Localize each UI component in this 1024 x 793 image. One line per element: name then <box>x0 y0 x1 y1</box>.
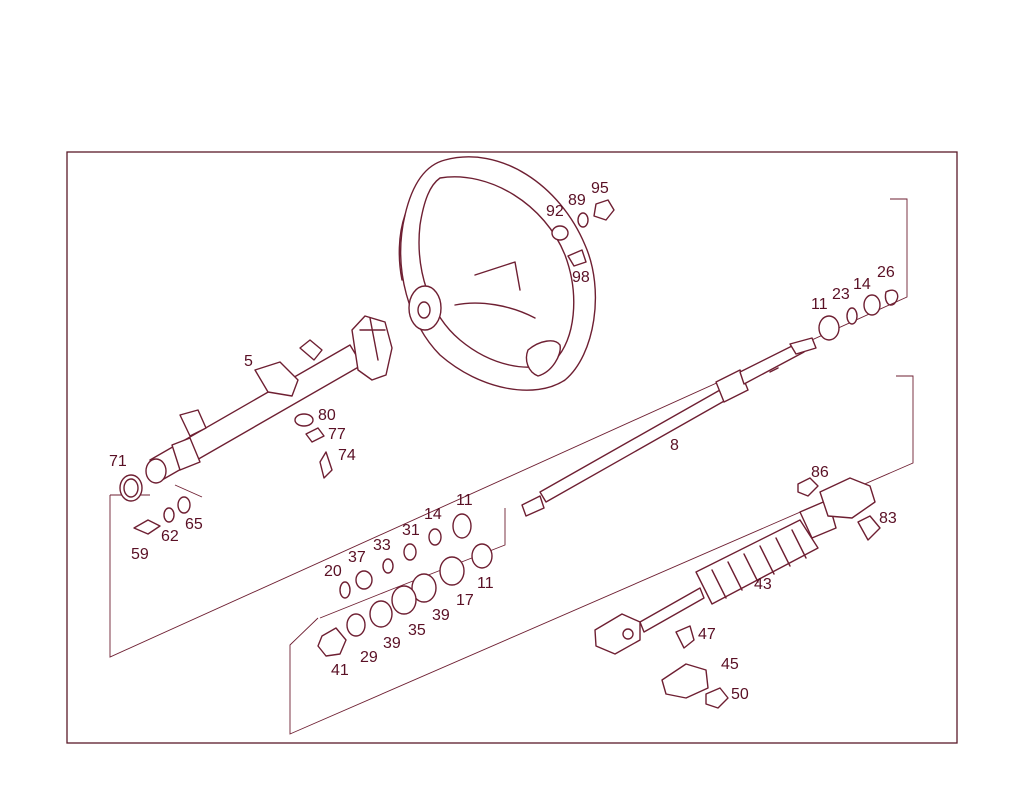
part-label-74: 74 <box>338 447 356 464</box>
diagram-frame <box>66 151 958 744</box>
part-label-71: 71 <box>109 453 127 470</box>
part-label-8: 8 <box>670 437 679 454</box>
part-label-77: 77 <box>328 426 346 443</box>
part-label-31: 31 <box>402 522 420 539</box>
shaft-group-bracket <box>109 198 908 658</box>
part-label-41: 41 <box>331 662 349 679</box>
steering-column-tube <box>145 315 393 484</box>
part-label-98: 98 <box>572 269 590 286</box>
part-label-33: 33 <box>373 537 391 554</box>
part-label-43: 43 <box>754 576 772 593</box>
part-label-35: 35 <box>408 622 426 639</box>
part-label-26: 26 <box>877 264 895 281</box>
steering-wheel <box>398 156 597 391</box>
part-label-39-upper: 39 <box>432 607 450 624</box>
part-label-11-bottom: 11 <box>477 575 494 592</box>
hardware-parts <box>119 199 899 709</box>
part-label-20: 20 <box>324 563 342 580</box>
part-label-65: 65 <box>185 516 203 533</box>
part-label-39-lower: 39 <box>383 635 401 652</box>
part-labels: 5 71 59 62 65 80 77 74 92 89 95 98 11 23… <box>109 180 897 703</box>
part-label-23: 23 <box>832 286 850 303</box>
part-label-5: 5 <box>244 353 253 370</box>
part-label-14-bottom: 14 <box>424 506 442 523</box>
lower-group-bracket <box>289 375 914 735</box>
part-label-11-middle: 11 <box>456 492 473 509</box>
part-label-47: 47 <box>698 626 716 643</box>
intermediate-shaft <box>521 337 817 517</box>
part-label-17: 17 <box>456 592 474 609</box>
part-label-86: 86 <box>811 464 829 481</box>
part-label-92: 92 <box>546 203 564 220</box>
part-label-59: 59 <box>131 546 149 563</box>
part-label-29: 29 <box>360 649 378 666</box>
part-label-95: 95 <box>591 180 609 197</box>
part-label-14-top: 14 <box>853 276 871 293</box>
part-label-89: 89 <box>568 192 586 209</box>
lower-steering-shaft <box>594 477 876 655</box>
part-label-37: 37 <box>348 549 366 566</box>
part-label-83: 83 <box>879 510 897 527</box>
part-label-11-top: 11 <box>811 296 828 313</box>
part-label-50: 50 <box>731 686 749 703</box>
part-label-45: 45 <box>721 656 739 673</box>
part-label-62: 62 <box>161 528 179 545</box>
part-label-80: 80 <box>318 407 336 424</box>
